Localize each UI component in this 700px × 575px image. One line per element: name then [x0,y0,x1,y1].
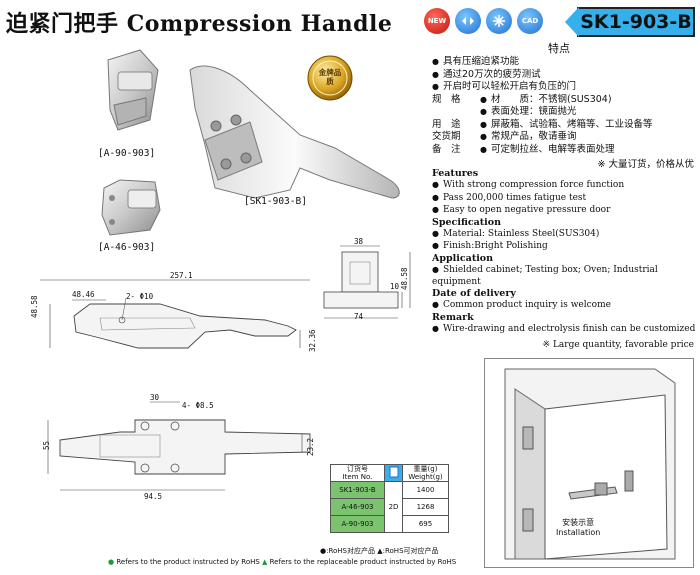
dim-top-holes: 4- Φ8.5 [182,401,214,410]
feature-en-3: Easy to open negative pressure door [432,204,696,216]
dim-top-offset: 94.5 [144,492,163,501]
spec-finish: 表面处理：镜面抛光 [480,106,577,119]
label-a46: [A-46-903] [98,242,156,253]
installation-label: 安装示意 Installation [556,518,601,537]
dim-height-left: 48.58 [30,295,39,318]
specification-heading: Specification [432,216,502,228]
usage-label: 用 途 [432,118,461,130]
rohs-legend-zh: ●:RoHS对应产品 ▲:RoHS可对应产品 [320,547,439,555]
feature-zh-1: 具有压缩迫紧功能 [432,56,697,69]
page-title: 迫紧门把手 Compression Handle [6,6,392,38]
item-code: A-90-903 [330,515,385,533]
remark-label: 备 注 [432,143,461,155]
feature-en-2: Pass 200,000 times fatigue test [432,192,696,204]
label-main: [SK1-903-B] [244,196,307,207]
footnote-en: ※ Large quantity, favorable price [542,340,694,350]
dim-offset: 48.46 [72,290,95,299]
gold-seal-text: 金牌品质 [318,68,342,86]
parts-table: 订货号 Item No. 重量(g) Weight(g) SK1-903-B 2… [330,464,449,533]
features-en: Features With strong compression force f… [432,168,696,336]
cad-icon [384,464,403,482]
item-weight: 1268 [402,498,449,516]
side-view-drawing [40,279,310,349]
dim-overall-length: 257.1 [170,271,193,280]
remark-heading: Remark [432,311,474,323]
arrows-icon [455,8,481,34]
remark-text: 可定制拉丝、电解等表面处理 [480,144,615,157]
dim-hole: 2- Φ10 [126,292,154,301]
top-view-drawing [47,401,311,491]
remark-en-text: Wire-drawing and electrolysis finish can… [432,323,696,335]
application-heading: Application [432,252,494,264]
table-header-item: 订货号 Item No. [330,464,385,482]
features-heading: Features [432,168,479,179]
item-weight: 695 [402,515,449,533]
table-header-weight: 重量(g) Weight(g) [402,464,449,482]
end-view-drawing [323,245,411,319]
table-row: SK1-903-B 2D 1400 [330,481,449,533]
spec-en-material: Material: Stainless Steel(SUS304) [432,228,696,240]
dim-side-base: 74 [354,312,364,321]
a90-bracket-photo [107,49,159,131]
dim-side-height: 48.58 [400,267,409,290]
footnote-zh: ※ 大量订货，价格从优 [597,159,694,170]
model-number: SK1-903-B [577,7,695,37]
new-icon: NEW [424,8,450,34]
item-code: A-46-903 [330,498,385,516]
dim-height-right: 32.36 [308,329,317,352]
dim-top-right: 23.2 [306,437,315,456]
cad-icon: CAD [517,8,543,34]
delivery-text: 常规产品，敬请垂询 [480,131,577,144]
features-zh: 具有压缩迫紧功能 通过20万次的疲劳测试 开启时可以轻松开启有负压的门 规 格 材… [432,56,697,156]
title-zh: 迫紧门把手 [6,12,119,37]
cabinet-drawing [504,368,676,560]
gold-seal-icon [307,55,353,101]
title-en: Compression Handle [126,11,393,37]
delivery-label: 交货期 [432,131,461,142]
a46-bracket-photo [101,179,161,236]
dim-top-spacing: 30 [150,393,160,402]
product-photos [101,49,400,236]
feature-zh-3: 开启时可以轻松开启有负压的门 [432,81,697,94]
dim-top-height: 55 [42,440,51,450]
delivery-heading: Date of delivery [432,288,516,300]
dim-side-width: 38 [354,237,364,246]
feature-en-1: With strong compression force function [432,179,696,191]
label-a90: [A-90-903] [98,148,156,159]
badge-row: NEW CAD [424,8,543,34]
usage-text: 屏蔽箱、试验箱、烤箱等、工业设备等 [480,119,653,132]
spec-label: 规 格 [432,93,461,105]
spec-material: 材 质：不锈钢(SUS304) [480,94,612,107]
item-code: SK1-903-B [330,481,385,499]
application-text: Shielded cabinet; Testing box; Oven; Ind… [432,264,696,288]
standard-cell: 2D [384,481,403,533]
main-handle-photo [189,65,400,199]
item-weight: 1400 [402,481,449,499]
feature-zh-2: 通过20万次的疲劳测试 [432,69,697,82]
spec-en-finish: Finish:Bright Polishing [432,240,696,252]
installation-illustration [484,358,694,568]
snowflake-icon [486,8,512,34]
dim-side-step: 10 [390,282,400,291]
delivery-en-text: Common product inquiry is welcome [432,299,696,311]
features-zh-title: 特点 [548,42,570,55]
rohs-legend-en-2: ▲ Refers to the replaceable product inst… [262,558,457,566]
rohs-legend-en-1: ● Refers to the product instructed by Ro… [108,558,260,566]
table-row: A-90-903 695 [330,515,449,533]
